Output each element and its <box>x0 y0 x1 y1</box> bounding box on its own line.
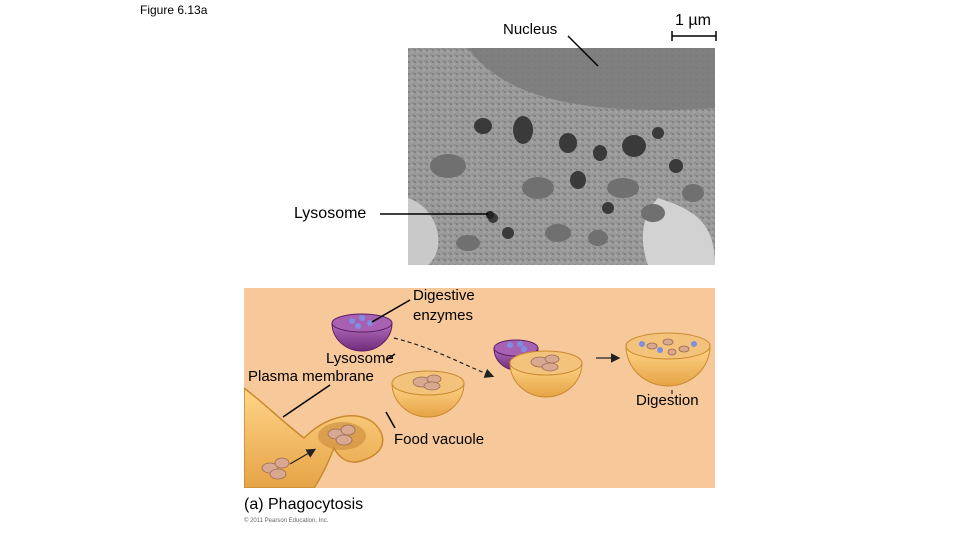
lysosome-diagram-label: Lysosome <box>326 350 394 367</box>
digestive-enzymes-label-line2: enzymes <box>413 307 474 324</box>
food-particle-entering <box>327 424 356 446</box>
food-particle-outside <box>261 457 290 480</box>
food-vacuole-label: Food vacuole <box>394 431 485 448</box>
dense-organelles <box>474 116 683 239</box>
digestive-enzymes-label-line1: Digestive <box>413 287 475 304</box>
electron-micrograph <box>408 48 715 265</box>
figure-caption: (a) Phagocytosis <box>244 496 364 513</box>
phagocytosis-diagram <box>244 288 715 488</box>
copyright-text: © 2011 Pearson Education, Inc. <box>244 518 329 524</box>
digestion-label: Digestion <box>636 392 699 409</box>
enzyme-dots <box>349 315 373 329</box>
nucleus-region <box>468 48 715 110</box>
lysosome-organelle <box>486 211 494 219</box>
plasma-membrane-label: Plasma membrane <box>248 368 374 385</box>
scale-label: 1 µm <box>675 12 711 29</box>
lysosome-micrograph-label: Lysosome <box>294 205 367 222</box>
figure-label: Figure 6.13a <box>140 3 208 17</box>
mitochondria <box>430 154 704 251</box>
nucleus-label: Nucleus <box>503 21 558 38</box>
